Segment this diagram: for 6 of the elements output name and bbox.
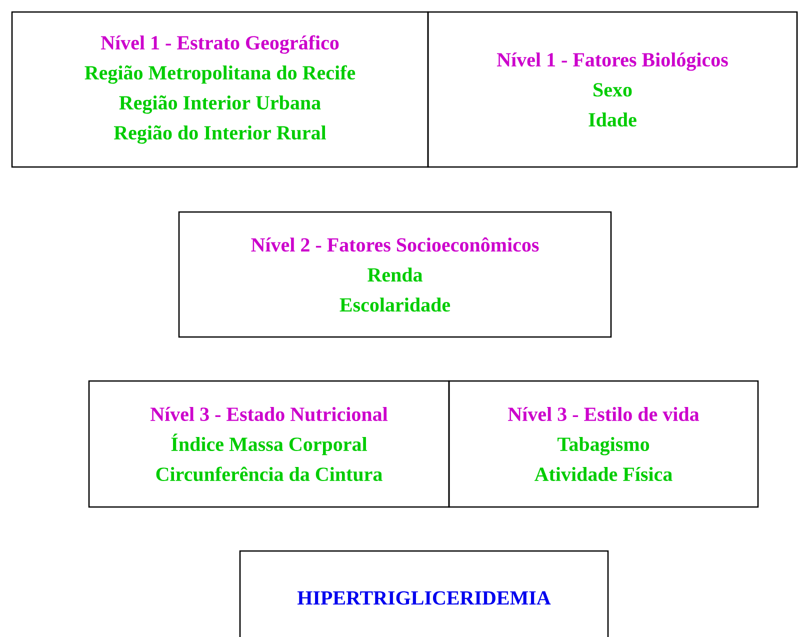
text-box: Nível 1 - Estrato Geográfico Região Metropolitana do Recife Região Interior Urbana Região do Interior Rural [11,11,429,168]
text-box: Nível 3 - Estilo de vida Tabagismo Atividade Física [448,380,759,508]
text-box: Nível 3 - Estado Nutricional Índice Massa Corporal Circunferência da Cintura [88,380,450,508]
text-box: Nível 1 - Fatores Biológicos Sexo Idade [427,11,798,168]
text-box: Nível 2 - Fatores Socioeconômicos Renda Escolaridade [178,211,612,338]
text-box: HIPERTRIGLICERIDEMIA [239,550,609,637]
